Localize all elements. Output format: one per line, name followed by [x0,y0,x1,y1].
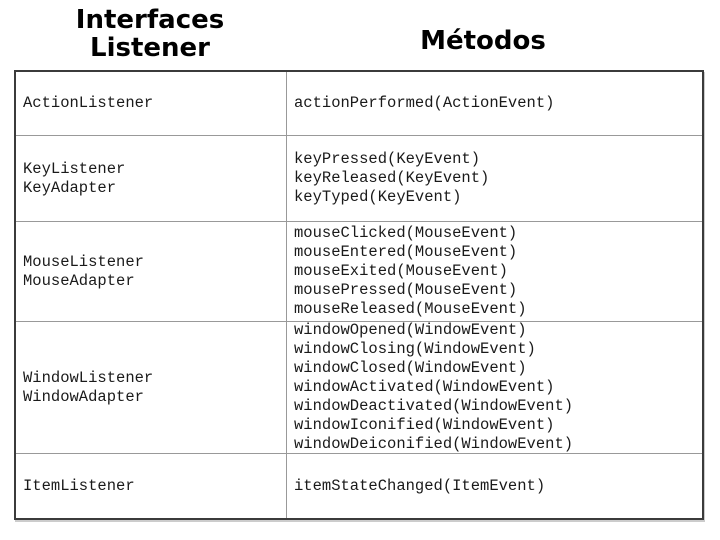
table-cell-interface-item: ItemListener [16,454,287,518]
table-cell-interface-action: ActionListener [16,72,287,136]
table-cell-interface-mouse: MouseListener MouseAdapter [16,222,287,322]
table-cell-methods-mouse: mouseClicked(MouseEvent) mouseEntered(Mo… [287,222,702,322]
table-cell-methods-action: actionPerformed(ActionEvent) [287,72,702,136]
table-cell-methods-key: keyPressed(KeyEvent) keyReleased(KeyEven… [287,136,702,222]
slide-title-metodos: Métodos [420,26,546,56]
table-cell-methods-window: windowOpened(WindowEvent) windowClosing(… [287,322,702,454]
table-cell-methods-item: itemStateChanged(ItemEvent) [294,476,546,495]
slide-title-interfaces-listener: Interfaces Listener [75,5,225,64]
listener-methods-table: ActionListener actionPerformed(ActionEve… [14,70,704,520]
table-cell-interface-key: KeyListener KeyAdapter [16,136,287,222]
table-cell-interface-window: WindowListener WindowAdapter [16,322,287,454]
